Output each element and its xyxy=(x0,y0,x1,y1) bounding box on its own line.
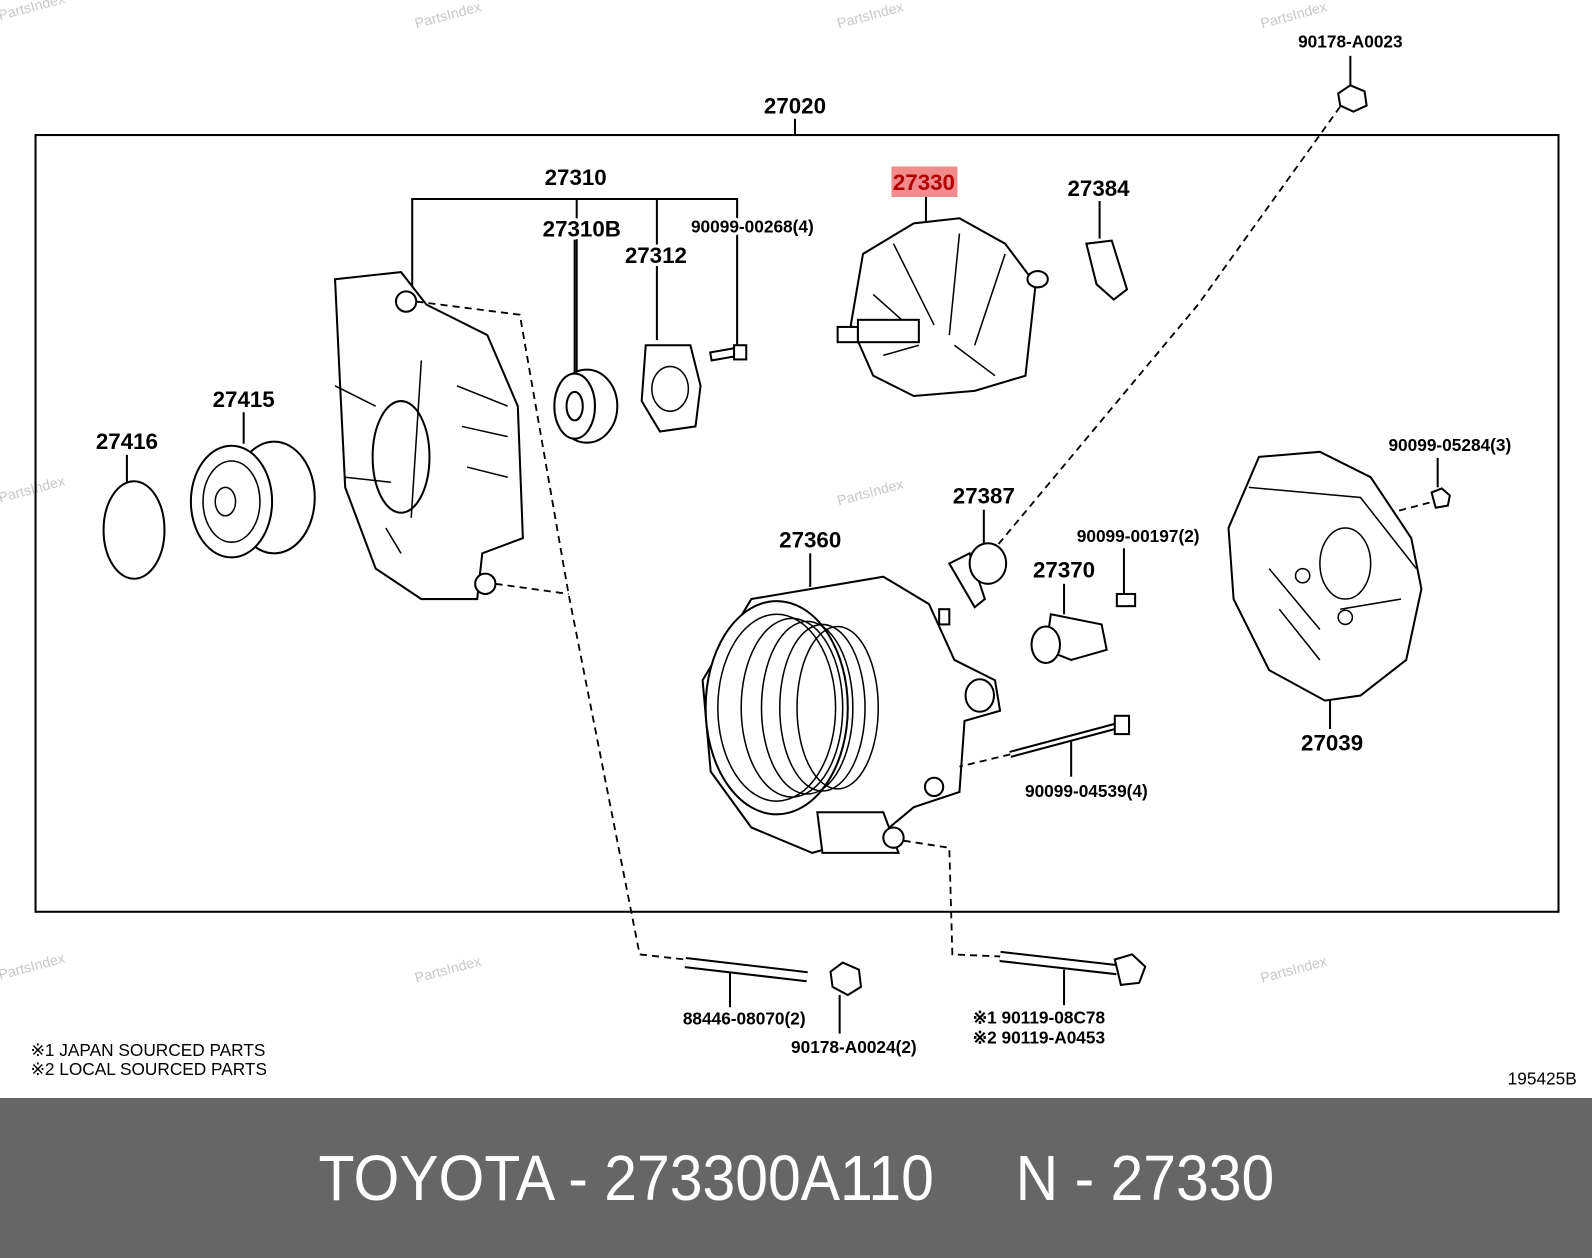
label-27384[interactable]: 27384 xyxy=(1068,176,1131,201)
retainer-plate-drawing xyxy=(640,344,702,433)
label-27370[interactable]: 27370 xyxy=(1033,558,1095,583)
drawing-number: 195425B xyxy=(1508,1068,1577,1088)
brush-holder-drawing xyxy=(1030,613,1108,665)
watermark: PartsIndex xyxy=(836,0,906,32)
rectifier-end-frame-drawing xyxy=(701,575,1002,854)
watermark: PartsIndex xyxy=(0,951,67,984)
label-27020[interactable]: 27020 xyxy=(764,94,826,119)
nut-drawing xyxy=(1430,487,1451,509)
watermark: PartsIndex xyxy=(413,0,483,32)
label-27310[interactable]: 27310 xyxy=(545,165,607,190)
watermark: PartsIndex xyxy=(1259,954,1329,987)
screw-drawing xyxy=(1115,592,1137,608)
label-90099-05284[interactable]: 90099-05284(3) xyxy=(1388,435,1511,455)
nut-drawing xyxy=(829,961,863,997)
label-90099-00268[interactable]: 90099-00268(4) xyxy=(688,213,817,239)
part-number-title: TOYOTA - 273300A110 N - 27330 xyxy=(318,1142,1274,1214)
through-bolt-drawing xyxy=(1009,714,1131,758)
label-27039[interactable]: 27039 xyxy=(1301,730,1363,755)
note-japan-sourced: ※1 JAPAN SOURCED PARTS xyxy=(30,1040,265,1060)
screw-drawing xyxy=(709,344,748,362)
nut-drawing xyxy=(1337,84,1368,113)
label-88446-08070[interactable]: 88446-08070(2) xyxy=(683,1008,806,1028)
bolt-drawing xyxy=(999,950,1147,986)
label-90099-04539[interactable]: 90099-04539(4) xyxy=(1025,781,1148,801)
label-90178-A0024[interactable]: 90178-A0024(2) xyxy=(791,1037,917,1057)
label-27360[interactable]: 27360 xyxy=(779,527,841,552)
watermark: PartsIndex xyxy=(413,954,483,987)
watermark: PartsIndex xyxy=(0,473,67,506)
footer-bar: TOYOTA - 273300A110 N - 27330 xyxy=(0,1098,1592,1258)
rear-cover-drawing xyxy=(1227,450,1423,702)
assembly-frame xyxy=(34,134,1560,913)
label-90099-00197[interactable]: 90099-00197(2) xyxy=(1077,526,1200,546)
watermark: PartsIndex xyxy=(0,0,67,24)
label-27330[interactable]: 27330 xyxy=(893,170,955,195)
label-90119-08C78[interactable]: ※1 90119-08C78 xyxy=(973,1007,1106,1027)
stud-bolt-drawing xyxy=(684,956,808,983)
brush-holder-seal-drawing xyxy=(1085,239,1129,301)
note-local-sourced: ※2 LOCAL SOURCED PARTS xyxy=(30,1059,267,1079)
watermark: PartsIndex xyxy=(836,476,906,509)
label-27387[interactable]: 27387 xyxy=(953,484,1015,509)
watermark: PartsIndex xyxy=(1259,0,1329,32)
label-27415[interactable]: 27415 xyxy=(213,387,275,412)
bearing-drawing xyxy=(553,368,619,444)
highlight-27330 xyxy=(891,166,958,197)
label-27310B[interactable]: 27310B xyxy=(540,214,624,245)
rotor-drawing xyxy=(836,217,1049,398)
label-90178-A0023[interactable]: 90178-A0023 xyxy=(1298,32,1403,52)
pulley-cap-drawing xyxy=(102,480,166,580)
label-90119-A0453[interactable]: ※2 90119-A0453 xyxy=(973,1028,1105,1048)
drive-end-frame-drawing xyxy=(333,271,524,601)
bush-drawing xyxy=(947,542,1008,609)
label-27416[interactable]: 27416 xyxy=(96,429,158,454)
pulley-drawing xyxy=(189,440,316,559)
label-27312[interactable]: 27312 xyxy=(622,240,690,271)
